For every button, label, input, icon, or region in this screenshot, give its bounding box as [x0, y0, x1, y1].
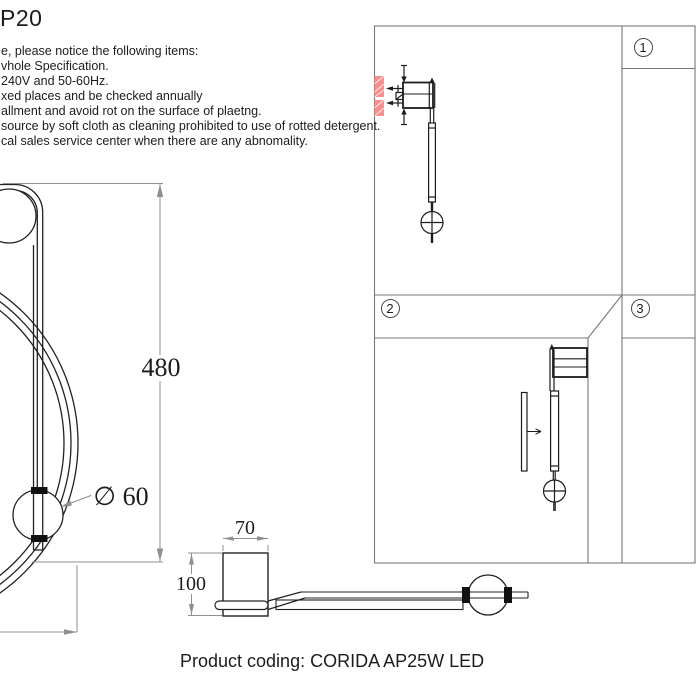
arm-bend — [267, 591, 306, 611]
sphere — [12, 489, 64, 541]
sphere-side-bands — [462, 587, 512, 603]
box-height-label: 100 — [174, 573, 208, 595]
slide-arrow — [527, 428, 542, 435]
box-width-label: 70 — [233, 517, 257, 539]
sphere-diameter-label: ∅ 60 — [91, 482, 151, 511]
notice-line: allment and avoid rot on the surface of … — [1, 104, 262, 118]
canopy — [402, 81, 434, 109]
product-coding: Product coding: CORIDA AP25W LED — [180, 651, 485, 671]
canopy-step2 — [552, 347, 588, 378]
arm-bar — [214, 600, 269, 611]
notice-line: e, please notice the following items: — [1, 44, 199, 58]
step2-drawing — [520, 344, 588, 511]
height-dimension-label: 480 — [139, 353, 183, 382]
wall-hatch — [374, 75, 385, 117]
side-view-dimensions — [188, 536, 269, 616]
side-view-drawing — [214, 552, 529, 617]
step-3-badge: 3 — [630, 298, 650, 318]
wall-plate — [520, 391, 528, 472]
notice-line: xed places and be checked annually — [1, 89, 203, 103]
notice-line: 240V and 50-60Hz. — [1, 74, 109, 88]
clamp-arrows — [401, 64, 407, 126]
sphere-side — [467, 574, 509, 616]
step-1-badge: 1 — [633, 37, 653, 57]
lamp-rod-step1 — [420, 77, 444, 243]
step1-drawing — [374, 64, 444, 243]
lamp-tube-side — [275, 599, 464, 611]
instruction-grid — [373, 25, 696, 564]
arm-rod — [301, 591, 529, 599]
notice-line: cal sales service center when there are … — [1, 134, 308, 148]
notice-line: source by soft cloth as cleaning prohibi… — [1, 119, 381, 133]
front-view-drawing — [0, 183, 79, 594]
wall-section — [374, 76, 384, 116]
model-title: P20 — [0, 5, 43, 31]
sphere-bands — [31, 487, 48, 542]
screw-arrowheads — [386, 86, 393, 106]
top-ball — [0, 188, 37, 244]
lamp-rod-step2 — [542, 344, 567, 511]
notice-line: vhole Specification. — [1, 59, 109, 73]
lamp-ring — [0, 292, 79, 594]
step-2-badge: 2 — [380, 298, 400, 318]
front-view-dimensions — [0, 183, 164, 635]
